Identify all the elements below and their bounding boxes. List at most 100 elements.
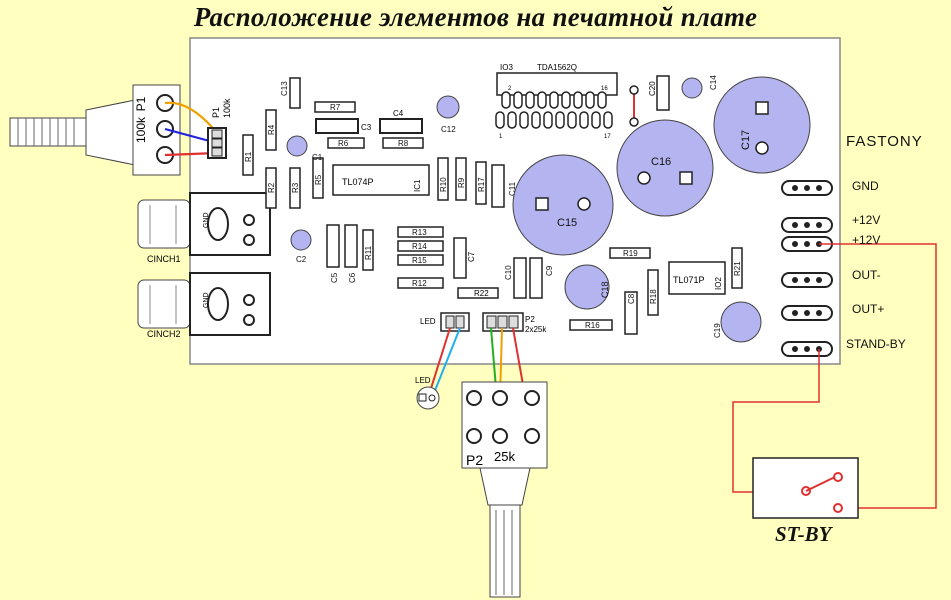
small-electrolytics bbox=[286, 77, 703, 251]
cinch2-gnd-label: GND bbox=[203, 292, 210, 308]
r3-label: R3 bbox=[291, 182, 300, 193]
pin17-label: 17 bbox=[604, 134, 611, 140]
p1-ext-value: 100k bbox=[134, 116, 148, 143]
c4-label: C4 bbox=[393, 109, 404, 118]
p2-ext-label: P2 bbox=[466, 452, 483, 468]
pin16-label: 16 bbox=[601, 86, 608, 92]
stby-switch bbox=[752, 457, 859, 519]
r18-label: R18 bbox=[649, 289, 658, 304]
r16-label: R16 bbox=[585, 321, 600, 330]
tl071-label: TL071P bbox=[673, 275, 705, 285]
r14-label: R14 bbox=[412, 242, 427, 251]
c10-label: C10 bbox=[504, 265, 513, 280]
resistors-top bbox=[314, 101, 424, 149]
r9-label: R9 bbox=[457, 177, 466, 188]
c16-label: C16 bbox=[651, 156, 671, 168]
tda-label: TDA1562Q bbox=[537, 63, 577, 72]
r22-resistor bbox=[457, 287, 499, 299]
p1-pcb-value: 100k bbox=[222, 98, 232, 118]
pin2-label: 2 bbox=[508, 86, 512, 92]
pin-12v-1-label: +12V bbox=[852, 213, 881, 227]
c3-c4: C3 C4 bbox=[315, 109, 423, 134]
ic-tda1562q: IO3 TDA1562Q 2 16 1 17 bbox=[495, 63, 618, 140]
r5-label: R5 bbox=[314, 174, 323, 185]
p2-header: P2 2x25k bbox=[482, 312, 547, 334]
pin-12v-2-label: +12V bbox=[852, 233, 881, 247]
fastony-header: FASTONY bbox=[846, 133, 923, 150]
cinch1-jack: GND CINCH1 bbox=[137, 192, 271, 264]
c5-label: C5 bbox=[330, 272, 339, 283]
ic-tl071: TL071P IO2 bbox=[668, 261, 726, 295]
r7-label: R7 bbox=[330, 103, 341, 112]
c1-label: C1 bbox=[312, 153, 323, 162]
p2-potentiometer: P2 25k bbox=[461, 381, 548, 598]
c6-label: C6 bbox=[348, 272, 357, 283]
led-ext-label: LED bbox=[415, 376, 431, 385]
c17-label: C17 bbox=[740, 130, 752, 150]
p2-pcb-value: 2x25k bbox=[525, 325, 547, 334]
c3-label: C3 bbox=[361, 123, 372, 132]
p1-header: P1 100k bbox=[207, 98, 232, 159]
c2-label: C2 bbox=[296, 255, 307, 264]
r13-label: R13 bbox=[412, 228, 427, 237]
r8-label: R8 bbox=[398, 139, 409, 148]
p1-ext-label: P1 bbox=[134, 96, 148, 111]
pin1-label: 1 bbox=[499, 134, 503, 140]
ic-tl074: TL074P IC1 bbox=[332, 164, 430, 196]
r11-label: R11 bbox=[364, 245, 373, 260]
r17-label: R17 bbox=[477, 177, 486, 192]
c7-cap bbox=[453, 237, 467, 279]
c14-label: C14 bbox=[709, 75, 718, 90]
c9-c10 bbox=[513, 257, 543, 299]
resistors-left bbox=[242, 77, 324, 209]
r4-label: R4 bbox=[267, 124, 276, 135]
r12-label: R12 bbox=[412, 279, 427, 288]
cinch1-label: CINCH1 bbox=[147, 254, 181, 264]
p2-ext-value: 25k bbox=[494, 449, 515, 464]
r15-label: R15 bbox=[412, 256, 427, 265]
c5-c6-r11 bbox=[326, 224, 374, 271]
pin-gnd-label: GND bbox=[852, 179, 879, 193]
p1-potentiometer: P1 100k bbox=[9, 84, 181, 176]
c18-label: C18 bbox=[600, 281, 610, 298]
c7-label: C7 bbox=[467, 251, 476, 262]
io3-label: IO3 bbox=[500, 63, 513, 72]
led-component: LED bbox=[415, 376, 440, 410]
c15-label: C15 bbox=[557, 217, 577, 229]
faston-connectors bbox=[781, 180, 833, 357]
c12-label: C12 bbox=[441, 125, 456, 134]
large-electrolytics bbox=[512, 76, 811, 343]
resistor-stack bbox=[397, 226, 444, 289]
ic1-label: IC1 bbox=[413, 179, 422, 192]
p1-pcb-label: P1 bbox=[211, 107, 221, 118]
cinch2-jack: GND CINCH2 bbox=[137, 272, 271, 339]
r22-label: R22 bbox=[474, 289, 489, 298]
led-header: LED bbox=[420, 312, 470, 332]
resistors-mid bbox=[437, 157, 505, 208]
stby-label: ST-BY bbox=[775, 522, 832, 546]
c9-label: C9 bbox=[545, 265, 554, 276]
pin-out-minus-label: OUT- bbox=[852, 268, 881, 282]
c11-label: C11 bbox=[508, 181, 517, 196]
pin-out-plus-label: OUT+ bbox=[852, 302, 885, 316]
cinch1-gnd-label: GND bbox=[203, 212, 210, 228]
pin-standby-label: STAND-BY bbox=[846, 337, 906, 351]
page-title: Расположение элементов на печатной плате bbox=[193, 2, 758, 32]
c20-cap bbox=[656, 75, 670, 111]
r6-label: R6 bbox=[338, 139, 349, 148]
c19-label: C19 bbox=[713, 323, 722, 338]
cinch2-label: CINCH2 bbox=[147, 329, 181, 339]
r10-label: R10 bbox=[439, 177, 448, 192]
led-pcb-label: LED bbox=[420, 317, 436, 326]
io2-label: IO2 bbox=[714, 277, 723, 290]
c13-label: C13 bbox=[280, 81, 289, 96]
tl074-label: TL074P bbox=[342, 177, 374, 187]
r1-label: R1 bbox=[244, 151, 253, 162]
c20-label: C20 bbox=[648, 81, 657, 96]
p2-pcb-label: P2 bbox=[525, 315, 535, 324]
r2-label: R2 bbox=[267, 182, 276, 193]
r21-label: R21 bbox=[733, 261, 742, 276]
c8-label: C8 bbox=[627, 293, 636, 304]
